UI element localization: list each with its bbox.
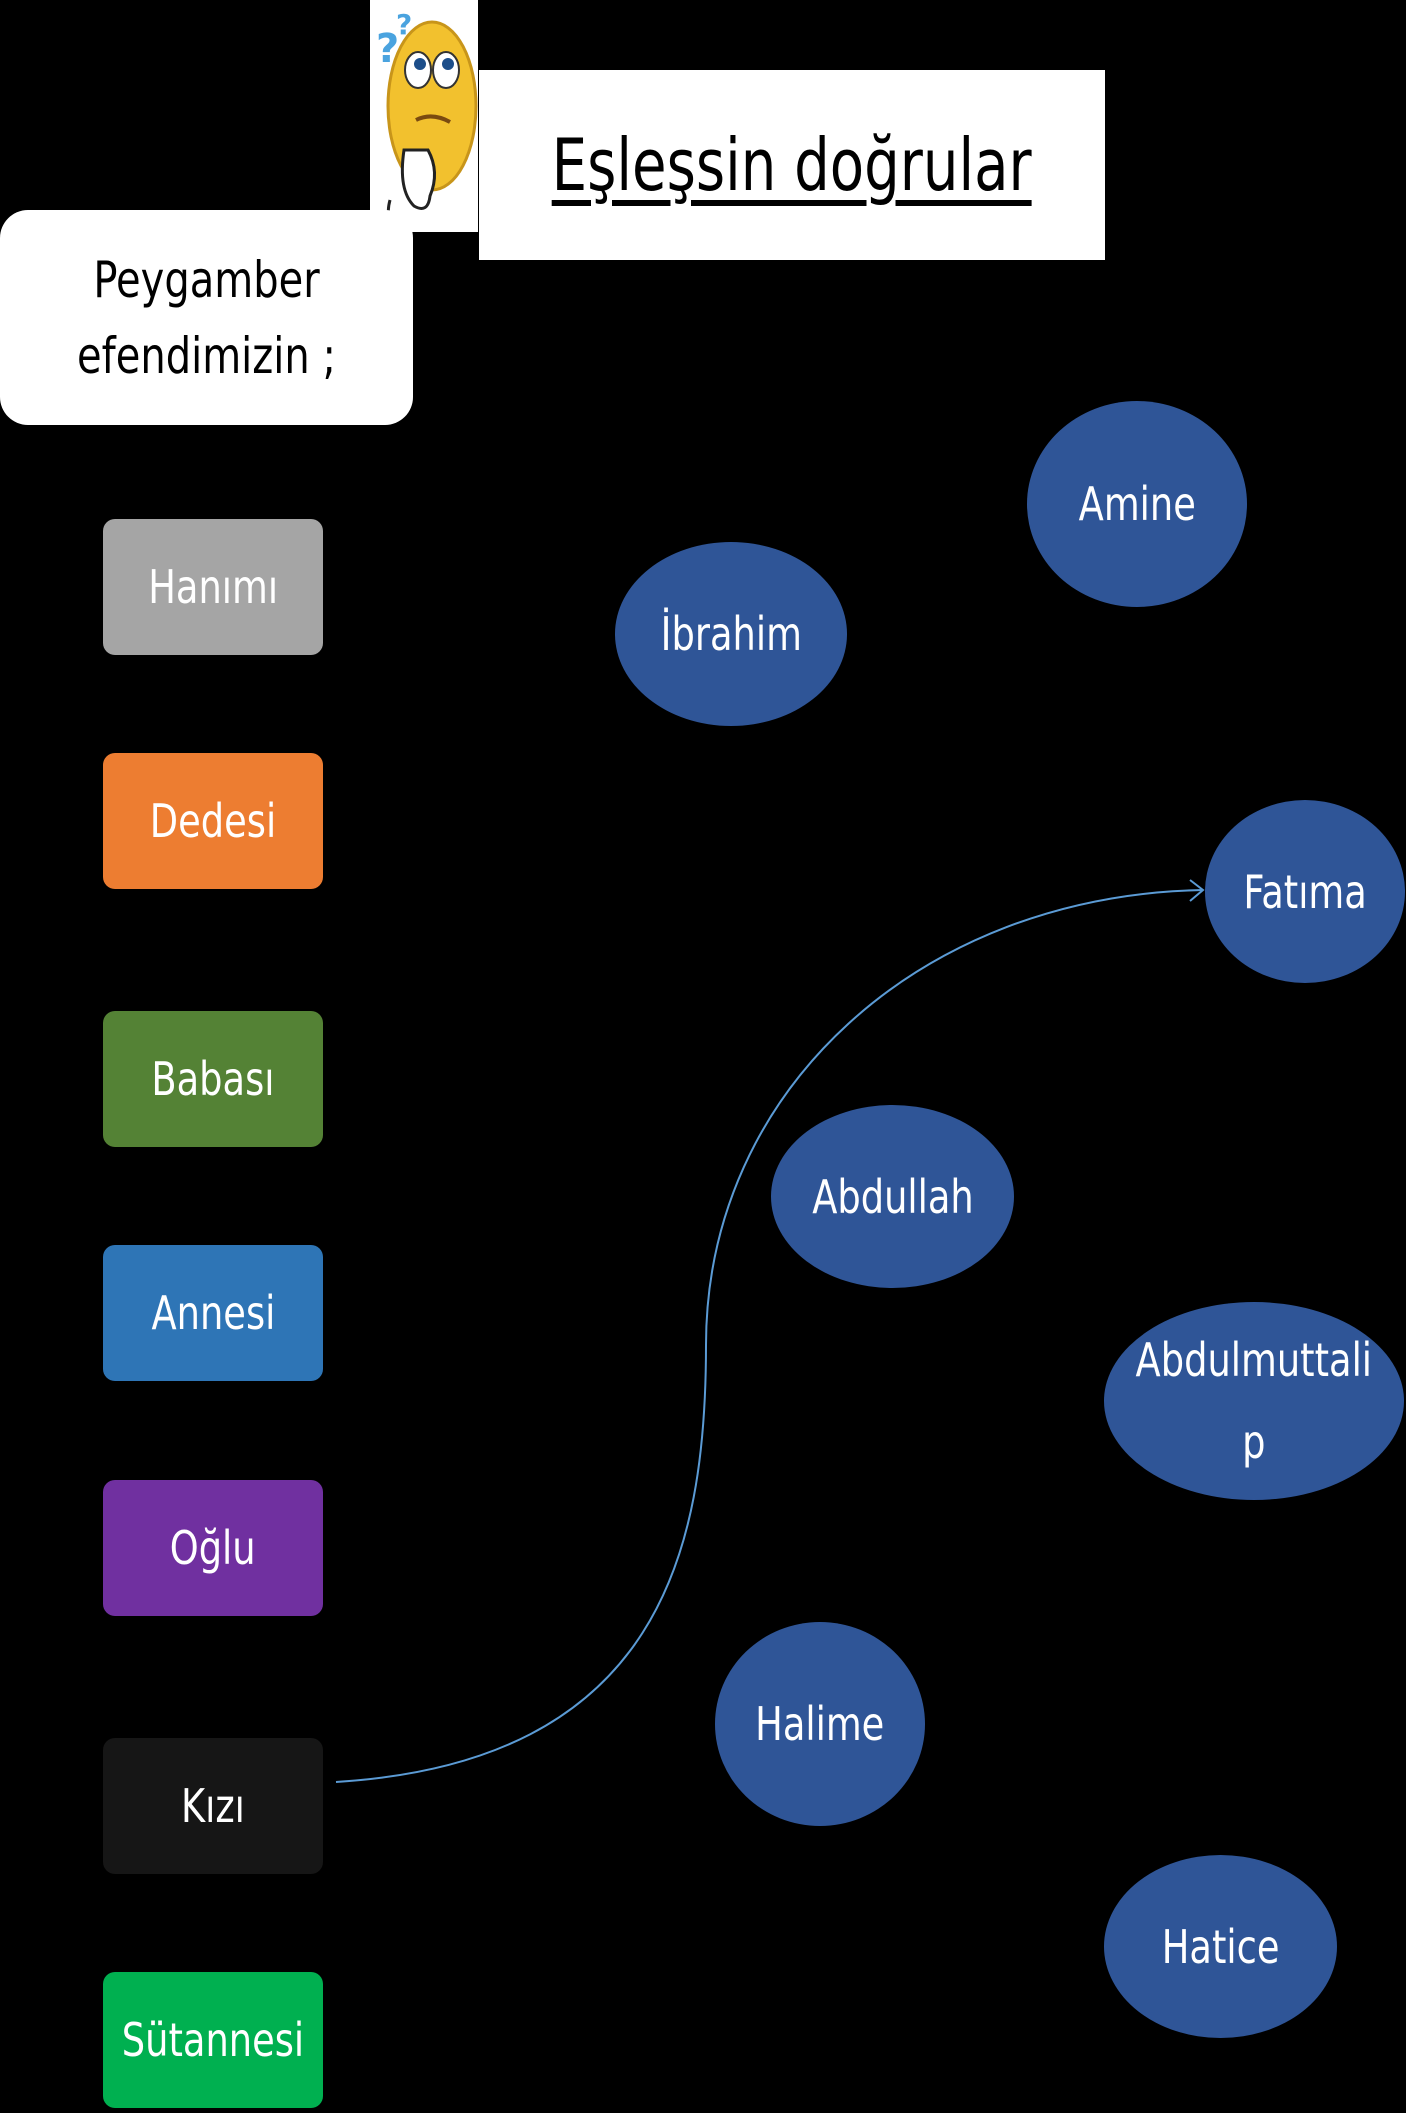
relation-label: Dedesi xyxy=(149,794,277,848)
name-label: Amine xyxy=(1078,477,1196,531)
intro-text: Peygamber efendimizin ; xyxy=(41,242,371,394)
name-label-line-1: Abdulmuttali xyxy=(1135,1333,1373,1387)
name-label: Hatice xyxy=(1161,1919,1280,1974)
relation-label: Kızı xyxy=(181,1779,245,1833)
connector-arrowhead xyxy=(1189,879,1205,902)
relation-label: Hanımı xyxy=(148,560,278,614)
name-oval-halime[interactable]: Halime xyxy=(715,1622,925,1826)
name-label-line-2: p xyxy=(1242,1415,1266,1469)
title-banner: Eşleşsin doğrular xyxy=(479,70,1105,260)
name-label: Fatıma xyxy=(1243,864,1367,919)
intro-card: Peygamber efendimizin ; xyxy=(0,210,413,425)
relation-box-babasi[interactable]: Babası xyxy=(103,1011,323,1147)
name-oval-abdullah[interactable]: Abdullah xyxy=(771,1105,1014,1288)
svg-text:?: ? xyxy=(396,8,412,41)
relation-label: Annesi xyxy=(151,1286,275,1340)
relation-box-dedesi[interactable]: Dedesi xyxy=(103,753,323,889)
name-oval-amine[interactable]: Amine xyxy=(1027,401,1247,607)
name-label: İbrahim xyxy=(660,607,802,661)
name-oval-fatima[interactable]: Fatıma xyxy=(1205,800,1405,983)
name-oval-hatice[interactable]: Hatice xyxy=(1104,1855,1337,2038)
name-label: Abdulmuttali p xyxy=(1136,1319,1372,1483)
relation-label: Babası xyxy=(151,1052,275,1106)
page-title: Eşleşsin doğrular xyxy=(552,123,1032,207)
relation-label: Sütannesi xyxy=(121,2013,305,2067)
relation-label: Oğlu xyxy=(170,1521,256,1575)
relation-box-hanimi[interactable]: Hanımı xyxy=(103,519,323,655)
relation-box-kizi[interactable]: Kızı xyxy=(103,1738,323,1874)
intro-line-2: efendimizin ; xyxy=(77,326,336,385)
connector-line xyxy=(335,889,1204,1783)
relation-box-oglu[interactable]: Oğlu xyxy=(103,1480,323,1616)
name-label: Abdullah xyxy=(811,1169,974,1224)
name-oval-abdulmuttalip[interactable]: Abdulmuttali p xyxy=(1104,1302,1404,1500)
name-label: Halime xyxy=(755,1697,885,1751)
relation-box-annesi[interactable]: Annesi xyxy=(103,1245,323,1381)
intro-line-1: Peygamber xyxy=(93,250,320,309)
relation-box-sutannesi[interactable]: Sütannesi xyxy=(103,1972,323,2108)
name-oval-ibrahim[interactable]: İbrahim xyxy=(615,542,847,726)
